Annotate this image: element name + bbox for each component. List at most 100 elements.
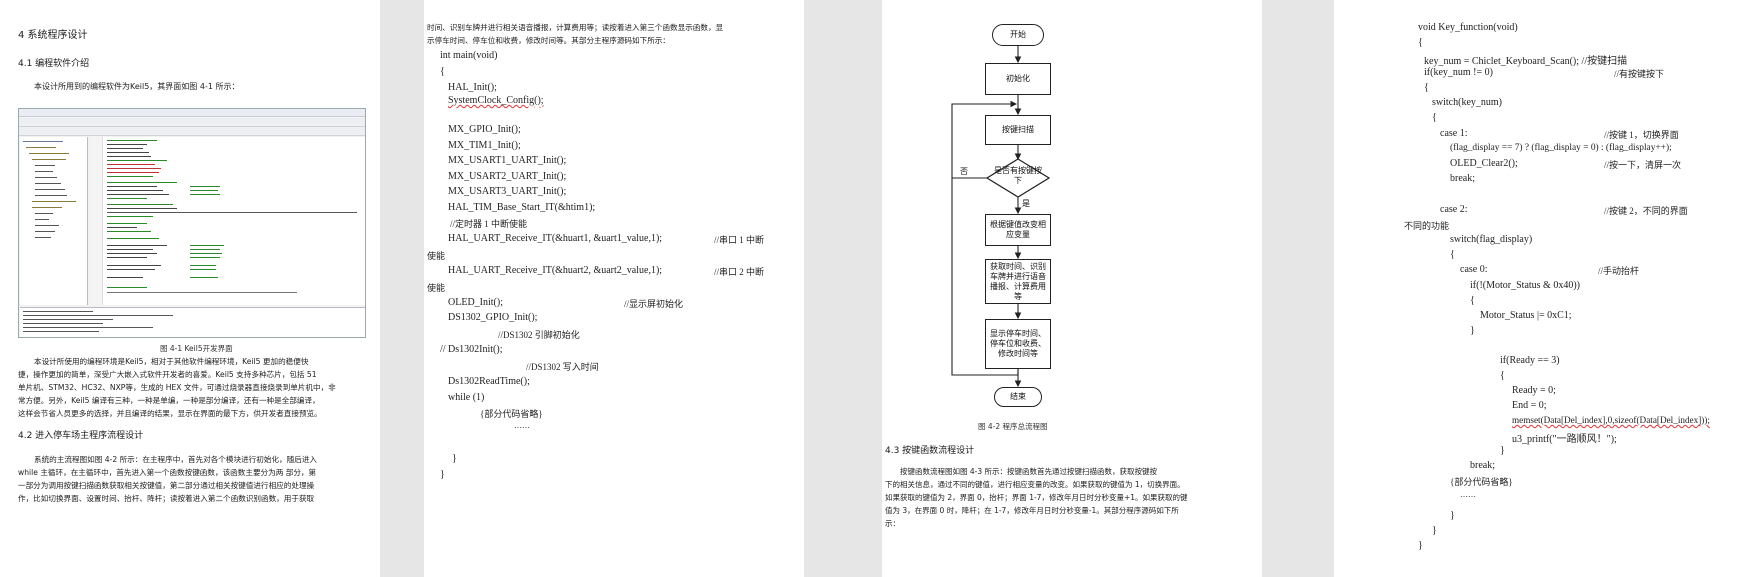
code-comment: {部分代码省略} bbox=[1450, 477, 1513, 487]
code-line: break; bbox=[1450, 173, 1475, 184]
code-comment: 不同的功能 bbox=[1404, 221, 1450, 231]
para2-line-3: 一部分为调用按键扫描函数获取相关按键值，第二部分通过相关按键值进行相应的处理操 bbox=[18, 481, 315, 490]
flow-display: 显示停车时间、停车位和收费、修改时间等 bbox=[985, 319, 1051, 369]
flow-end: 结束 bbox=[994, 387, 1042, 407]
code-comment: //按键 2，不同的界面 bbox=[1604, 206, 1688, 216]
code-line: MX_USART2_UART_Init(); bbox=[448, 171, 567, 182]
para1-line-4: 常方便。另外，Keil5 编译有三种，一种是单编，一种是部分编译，还有一种是全部… bbox=[18, 396, 320, 405]
flow-init: 初始化 bbox=[985, 63, 1051, 95]
keil-toolbar-2 bbox=[19, 127, 365, 136]
code-line: switch(flag_display) bbox=[1450, 234, 1533, 245]
para2-line-1: 系统的主流程图如图 4-2 所示：在主程序中，首先对各个模块进行初始化，随后进入 bbox=[34, 455, 318, 464]
code-ellipsis: …… bbox=[514, 421, 530, 430]
keil-line-gutter bbox=[90, 137, 103, 305]
keil5-screenshot bbox=[18, 108, 366, 338]
flow-decision-diamond bbox=[986, 158, 1050, 198]
code-line: { bbox=[1418, 37, 1423, 48]
code-line: MX_USART1_UART_Init(); bbox=[448, 155, 567, 166]
code-comment: //定时器 1 中断使能 bbox=[450, 219, 528, 229]
para1-line-2: 捷，操作更加的简单，深受广大嵌入式软件开发者的喜爱。Keil5 支持多种芯片，包… bbox=[18, 370, 317, 379]
flow-no-label: 否 bbox=[960, 167, 968, 176]
code-line: } bbox=[1450, 510, 1455, 521]
code-comment: //按一下，清屏一次 bbox=[1604, 160, 1682, 170]
code-line: MX_GPIO_Init(); bbox=[448, 124, 521, 135]
para-line-4: 值为 3，在界面 0 时，降杆；在 1-7，修改年月日时分秒变量-1。其部分程序… bbox=[885, 506, 1179, 515]
code-line: key_num = Chiclet_Keyboard_Scan(); //按键扫… bbox=[1424, 56, 1628, 67]
subsection-title: 4.1 编程软件介绍 bbox=[18, 59, 90, 69]
para1-line-5: 这样会节省人员更多的选择，并且编译的结果，显示在界面的最下方，供开发者直接预览。 bbox=[18, 409, 322, 418]
code-line: switch(key_num) bbox=[1432, 97, 1502, 108]
keil-code-editor bbox=[90, 137, 365, 305]
figure-caption: 图 4-2 程序总流程图 bbox=[978, 422, 1048, 431]
flow-recognition: 获取时间、识别车牌并进行语音播报、计算费用等 bbox=[985, 259, 1051, 304]
code-line: case 2: bbox=[1440, 204, 1468, 215]
code-line: int main(void) bbox=[440, 50, 498, 61]
code-line: HAL_Init(); bbox=[448, 82, 497, 93]
document-page-1: 4 系统程序设计 4.1 编程软件介绍 本设计所用到的编程软件为Keil5，其界… bbox=[0, 0, 380, 577]
code-comment: //按键 1，切换界面 bbox=[1604, 130, 1679, 140]
code-comment: //显示屏初始化 bbox=[624, 299, 684, 309]
para-line-1: 按键函数流程图如图 4-3 所示：按键函数首先通过按键扫描函数，获取按键按 bbox=[900, 467, 1158, 476]
para2-line-4: 作，比如切换界面、设置时间、抬杆、降杆；读按着进入第二个函数识别函数，用于获取 bbox=[18, 494, 315, 503]
para1-line-3: 单片机、STM32、HC32、NXP等，生成的 HEX 文件，可通过烧录器直接烧… bbox=[18, 383, 336, 392]
code-comment: //有按键按下 bbox=[1614, 69, 1665, 79]
code-line: Motor_Status |= 0xC1; bbox=[1480, 310, 1572, 321]
code-line: OLED_Clear2(); bbox=[1450, 158, 1518, 169]
keil-menubar bbox=[19, 109, 365, 117]
code-line: { bbox=[1470, 295, 1475, 306]
intro-line-1: 时间、识别车牌并进行相关语音播报，计算费用等；读按着进入第三个函数显示函数，显 bbox=[427, 23, 724, 32]
code-line: } bbox=[1500, 445, 1505, 456]
flow-decision-label: 是否有按键按下 bbox=[994, 166, 1042, 185]
code-comment: //串口 2 中断 bbox=[714, 267, 765, 277]
code-line: HAL_TIM_Base_Start_IT(&htim1); bbox=[448, 202, 596, 213]
flow-key-scan: 按键扫描 bbox=[985, 115, 1051, 145]
para-line-5: 示： bbox=[885, 519, 900, 528]
document-page-2: 时间、识别车牌并进行相关语音播报，计算费用等；读按着进入第三个函数显示函数，显 … bbox=[424, 0, 804, 577]
code-line: Ds1302ReadTime(); bbox=[448, 376, 530, 387]
code-line: while (1) bbox=[448, 392, 485, 403]
para2-line-2: while 主循环，在主循环中，首先进入第一个函数按键函数，该函数主要分为两 部… bbox=[18, 468, 317, 477]
code-comment: 使能 bbox=[427, 251, 446, 261]
code-line: } bbox=[1418, 540, 1423, 551]
code-line: SystemClock_Config(); bbox=[448, 95, 544, 106]
figure-caption: 图 4-1 Keil5开发界面 bbox=[160, 344, 233, 353]
code-line: { bbox=[1432, 112, 1437, 123]
flowchart-connectors bbox=[951, 45, 1022, 388]
para-line-2: 下的相关信息，通过不同的键值，进行相应变量的改变。如果获取的键值为 1，切换界面… bbox=[885, 480, 1185, 489]
code-comment: //手动抬杆 bbox=[1598, 266, 1640, 276]
code-line: case 0: bbox=[1460, 264, 1488, 275]
code-line: memset(Data[Del_index],0,sizeof(Data[Del… bbox=[1512, 415, 1710, 425]
para1-line-1: 本设计所使用的编程环境是Keil5，相对于其他软件编程环境，Keil5 更加的稳… bbox=[34, 357, 309, 366]
keil-build-output bbox=[20, 307, 365, 337]
code-comment: {部分代码省略} bbox=[480, 409, 543, 419]
section-title: 4 系统程序设计 bbox=[18, 30, 88, 41]
intro-line: 本设计所用到的编程软件为Keil5，其界面如图 4-1 所示： bbox=[34, 82, 240, 91]
code-line: OLED_Init(); bbox=[448, 297, 503, 308]
section-title: 4.3 按键函数流程设计 bbox=[885, 446, 975, 456]
code-line: HAL_UART_Receive_IT(&huart2, &uart2_valu… bbox=[448, 265, 663, 276]
code-line: if(!(Motor_Status & 0x40)) bbox=[1470, 280, 1580, 291]
code-line: { bbox=[1424, 82, 1429, 93]
code-line: Ready = 0; bbox=[1512, 385, 1556, 396]
code-line: void Key_function(void) bbox=[1418, 22, 1518, 33]
code-comment: 使能 bbox=[427, 283, 446, 293]
para-line-3: 如果获取的键值为 2，界面 0，抬杆；界面 1-7，修改年月日时分秒变量+1。如… bbox=[885, 493, 1188, 502]
keil-toolbar-1 bbox=[19, 118, 365, 127]
code-line: DS1302_GPIO_Init(); bbox=[448, 312, 538, 323]
code-line: { bbox=[1450, 249, 1455, 260]
document-page-3: 开始 初始化 按键扫描 是否有按键按下 是 否 根据键值改变相应变量 获取时间、… bbox=[882, 0, 1262, 577]
intro-line-2: 示停车时间、停车位和收费，修改时间等。其部分主程序源码如下所示： bbox=[427, 36, 670, 45]
code-line: End = 0; bbox=[1512, 400, 1547, 411]
code-line: } bbox=[1470, 325, 1475, 336]
code-line: } bbox=[440, 469, 445, 480]
code-line: HAL_UART_Receive_IT(&huart1, &uart1_valu… bbox=[448, 233, 663, 244]
code-comment: //串口 1 中断 bbox=[714, 235, 765, 245]
code-line: // Ds1302Init(); bbox=[440, 344, 503, 355]
code-comment: //DS1302 引脚初始化 bbox=[498, 330, 580, 340]
code-line: { bbox=[440, 66, 445, 77]
subsection-title-2: 4.2 进入停车场主程序流程设计 bbox=[18, 431, 144, 441]
code-line: case 1: bbox=[1440, 128, 1468, 139]
flow-start: 开始 bbox=[992, 24, 1044, 46]
code-line: (flag_display == 7) ? (flag_display = 0)… bbox=[1450, 143, 1672, 153]
code-line: u3_printf("一路顺风！"); bbox=[1512, 434, 1617, 445]
